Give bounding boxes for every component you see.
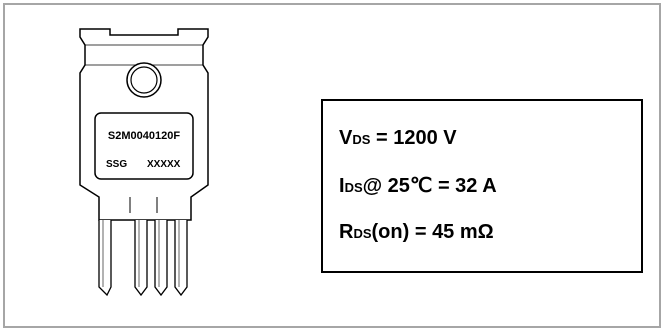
ids-symbol: I (339, 175, 345, 197)
rds-symbol: R (339, 221, 354, 243)
rds-spec: RDS(on) = 45 mΩ (339, 221, 494, 244)
ids-subscript: DS (344, 180, 363, 195)
lead-1 (98, 220, 112, 297)
marking-left-text: SSG (106, 159, 127, 170)
lead-4 (174, 220, 188, 297)
vds-subscript: DS (352, 132, 371, 147)
to247-package-drawing: S2M0040120F SSG XXXXX (79, 28, 209, 297)
lead-3 (154, 220, 168, 297)
diagram-frame: S2M0040120F SSG XXXXX VDS = 1200 V IDS@ … (3, 3, 661, 328)
lead-2 (134, 220, 148, 297)
ids-value: @ 25℃ = 32 A (362, 175, 497, 197)
lead-inner-lines (102, 220, 180, 287)
vds-symbol: V (339, 127, 353, 149)
vds-value: = 1200 V (370, 127, 457, 149)
part-number-text: S2M0040120F (108, 130, 180, 142)
marking-right-text: XXXXX (147, 159, 181, 170)
rds-subscript: DS (353, 226, 372, 241)
rds-value: (on) = 45 mΩ (371, 221, 494, 243)
vds-spec: VDS = 1200 V (339, 127, 457, 150)
package-shoulder (129, 197, 158, 213)
marking-area (94, 112, 194, 180)
spec-box: VDS = 1200 V IDS@ 25℃ = 32 A RDS(on) = 4… (321, 99, 643, 273)
mounting-hole-inner (130, 66, 158, 94)
ids-spec: IDS@ 25℃ = 32 A (339, 173, 497, 198)
